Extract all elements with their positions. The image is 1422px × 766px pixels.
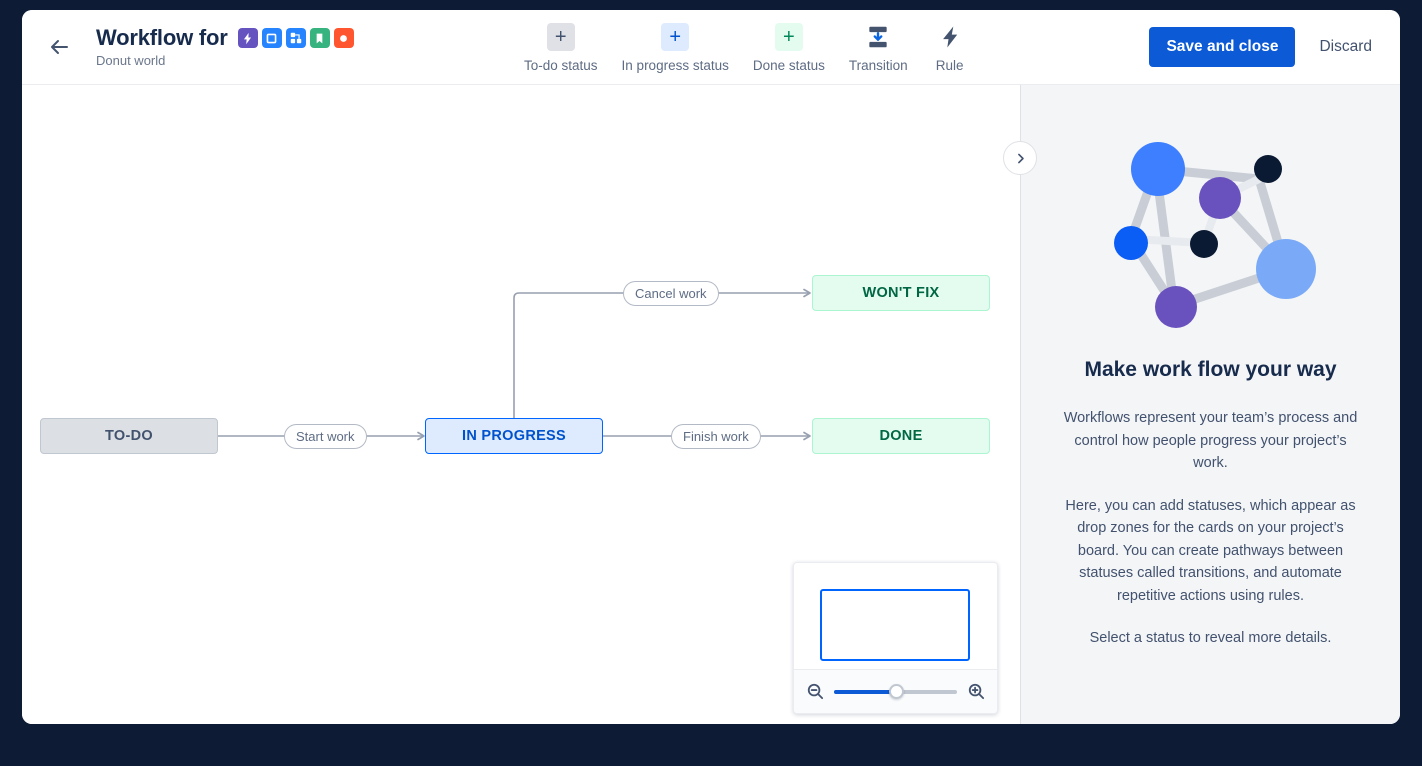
zoom-slider-fill — [834, 689, 896, 694]
transition-text: Finish work — [683, 429, 749, 444]
minimap-viewport-rect[interactable] — [820, 589, 970, 661]
collapse-panel-button[interactable] — [1003, 141, 1037, 175]
workflow-canvas[interactable]: TO-DO IN PROGRESS DONE WON'T FIX Start w… — [22, 85, 1020, 724]
chevron-right-icon — [1017, 153, 1024, 163]
tool-label: Transition — [848, 57, 908, 73]
status-node-in-progress[interactable]: IN PROGRESS — [425, 418, 603, 454]
workflow-toolbar: + To-do status + In progress status + Do… — [512, 10, 980, 85]
workflow-nodes-graphic — [1113, 142, 1316, 328]
header-actions: Save and close Discard — [1149, 27, 1386, 67]
bookmark-app-icon[interactable] — [309, 28, 330, 48]
transition-text: Start work — [296, 429, 355, 444]
back-button[interactable] — [40, 27, 80, 67]
status-label: DONE — [879, 428, 923, 444]
add-in-progress-status-button[interactable]: + In progress status — [610, 22, 741, 73]
status-label: IN PROGRESS — [461, 428, 566, 444]
plus-icon: + — [774, 22, 803, 51]
info-sidebar: Make work flow your way Workflows repres… — [1021, 85, 1400, 724]
add-todo-status-button[interactable]: + To-do status — [512, 22, 610, 73]
add-done-status-button[interactable]: + Done status — [741, 22, 837, 73]
minimap-panel[interactable] — [793, 562, 998, 714]
tool-label: Done status — [752, 57, 825, 73]
tool-label: Rule — [935, 57, 964, 73]
square-app-icon[interactable] — [261, 28, 282, 48]
workflow-graph: TO-DO IN PROGRESS DONE WON'T FIX Start w… — [22, 85, 1020, 724]
status-node-done[interactable]: DONE — [812, 418, 990, 454]
flowchart-app-icon[interactable] — [285, 28, 306, 48]
app-icon-group — [237, 28, 354, 48]
zoom-controls — [794, 669, 997, 713]
magnify-plus-icon[interactable] — [965, 681, 987, 703]
panel-paragraph-3: Select a status to reveal more details. — [1089, 630, 1332, 646]
transition-label-finish-work[interactable]: Finish work — [671, 424, 761, 449]
tool-label: In progress status — [621, 57, 729, 73]
arrow-left-icon — [51, 40, 68, 54]
transition-label-cancel-work[interactable]: Cancel work — [623, 281, 719, 306]
plus-icon: + — [661, 22, 690, 51]
editor-body: TO-DO IN PROGRESS DONE WON'T FIX Start w… — [22, 85, 1400, 724]
tool-label: To-do status — [524, 57, 598, 73]
panel-paragraph-2: Here, you can add statuses, which appear… — [1065, 497, 1356, 604]
circle-app-icon[interactable] — [333, 28, 354, 48]
save-and-close-button[interactable]: Save and close — [1149, 27, 1296, 67]
panel-divider — [1003, 85, 1037, 724]
magnify-minus-icon[interactable] — [804, 681, 826, 703]
plus-icon: + — [546, 22, 575, 51]
app-header: Workflow for — [22, 10, 1400, 85]
zoom-slider-knob[interactable] — [888, 684, 904, 699]
page-title: Workflow for — [96, 24, 228, 50]
workflow-editor-card: Workflow for — [22, 10, 1400, 724]
status-label: WON'T FIX — [862, 285, 940, 301]
add-transition-button[interactable]: Transition — [837, 23, 920, 73]
title-block: Workflow for — [96, 24, 354, 69]
zoom-slider[interactable] — [834, 682, 957, 702]
transition-text: Cancel work — [635, 286, 707, 301]
page-subtitle: Donut world — [96, 53, 166, 69]
panel-title: Make work flow your way — [1084, 358, 1337, 381]
lightning-app-icon[interactable] — [237, 28, 258, 48]
status-node-wont-fix[interactable]: WON'T FIX — [812, 275, 990, 311]
rule-lightning-icon — [936, 23, 964, 51]
status-node-todo[interactable]: TO-DO — [40, 418, 218, 454]
discard-button[interactable]: Discard — [1305, 27, 1386, 67]
transition-label-start-work[interactable]: Start work — [284, 424, 367, 449]
status-label: TO-DO — [105, 428, 153, 444]
panel-paragraph-1: Workflows represent your team’s process … — [1063, 410, 1358, 471]
add-rule-button[interactable]: Rule — [920, 23, 980, 73]
transition-icon — [864, 23, 892, 51]
